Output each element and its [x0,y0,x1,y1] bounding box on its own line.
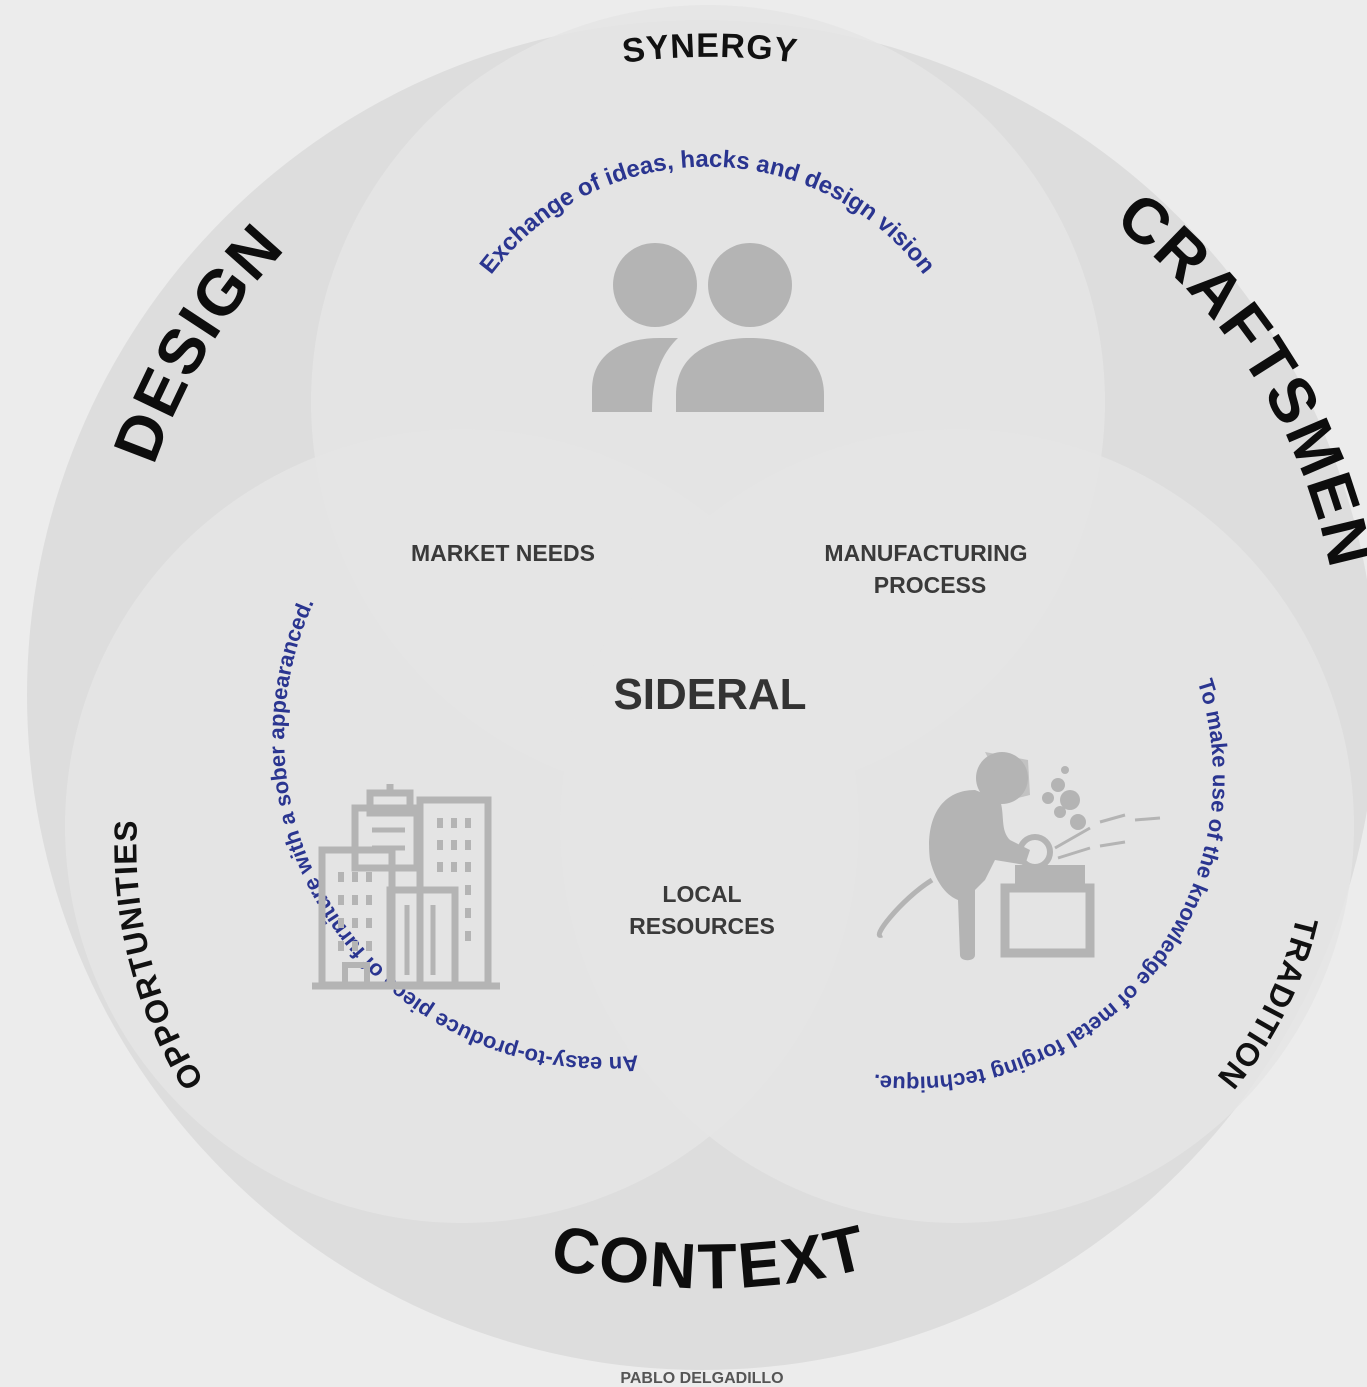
welder-icon [876,752,1161,961]
synergy-label: SYNERGY [620,27,799,71]
buildings-icon [312,784,500,990]
manufacturing-label-line1: MANUFACTURING [824,540,1027,566]
center-label: SIDERAL [613,670,806,719]
people-icon [592,243,824,412]
local-resources-label-line1: LOCAL [662,881,741,907]
svg-text:SYNERGY: SYNERGY [620,27,800,71]
market-needs-label: MARKET NEEDS [411,540,595,566]
manufacturing-label-line2: PROCESS [874,572,986,598]
local-resources-label-line2: RESOURCES [629,913,775,939]
author-credit: PABLO DELGADILLO [620,1370,783,1387]
